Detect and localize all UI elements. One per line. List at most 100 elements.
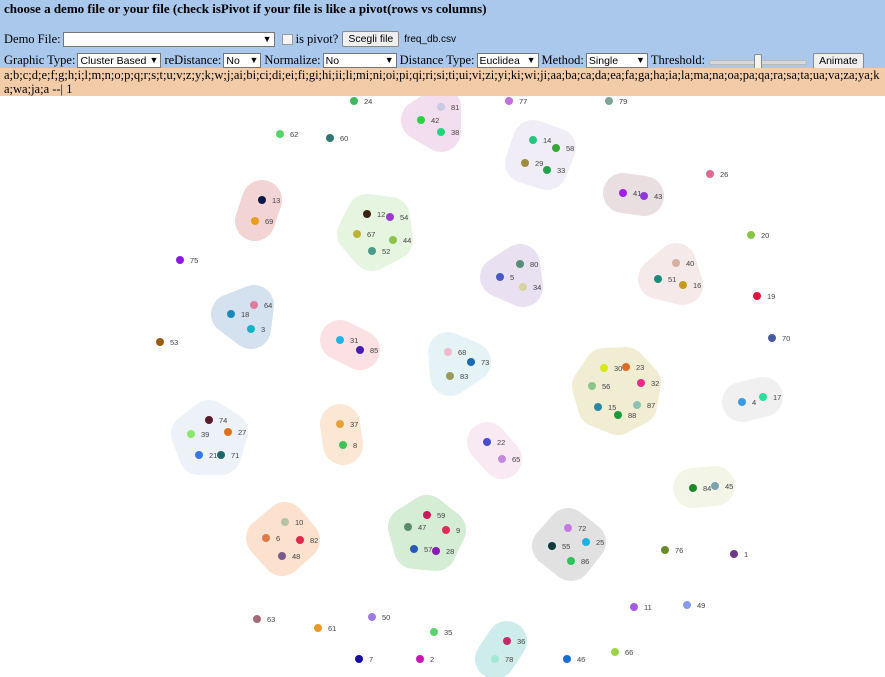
graph-node[interactable]: 49 — [683, 601, 705, 610]
node-dot[interactable] — [437, 103, 445, 111]
node-dot[interactable] — [753, 292, 761, 300]
graph-node[interactable]: 35 — [430, 628, 452, 637]
graph-node[interactable]: 5 — [496, 273, 514, 282]
graph-node[interactable]: 50 — [368, 613, 390, 622]
node-dot[interactable] — [314, 624, 322, 632]
graph-node[interactable]: 21 — [195, 451, 217, 460]
node-dot[interactable] — [386, 213, 394, 221]
graph-node[interactable]: 68 — [444, 348, 466, 357]
choose-file-button[interactable]: Scegli file — [342, 31, 400, 47]
node-dot[interactable] — [368, 247, 376, 255]
graph-node[interactable]: 52 — [368, 247, 390, 256]
node-dot[interactable] — [567, 557, 575, 565]
graph-node[interactable]: 7 — [355, 655, 373, 664]
graph-node[interactable]: 74 — [205, 416, 227, 425]
node-dot[interactable] — [661, 546, 669, 554]
node-dot[interactable] — [389, 236, 397, 244]
node-dot[interactable] — [176, 256, 184, 264]
node-dot[interactable] — [679, 281, 687, 289]
node-dot[interactable] — [759, 393, 767, 401]
node-dot[interactable] — [491, 655, 499, 663]
demo-file-select[interactable]: ▼ — [62, 31, 275, 47]
graph-node[interactable]: 31 — [336, 336, 358, 345]
node-dot[interactable] — [654, 275, 662, 283]
node-dot[interactable] — [247, 325, 255, 333]
node-dot[interactable] — [503, 637, 511, 645]
node-dot[interactable] — [410, 545, 418, 553]
graph-node[interactable]: 32 — [637, 379, 659, 388]
graph-node[interactable]: 46 — [563, 655, 585, 664]
graph-node[interactable]: 84 — [689, 484, 711, 493]
graph-node[interactable]: 83 — [446, 372, 468, 381]
graph-node[interactable]: 70 — [768, 334, 790, 343]
node-dot[interactable] — [355, 655, 363, 663]
node-dot[interactable] — [339, 441, 347, 449]
graph-node[interactable]: 64 — [250, 301, 272, 310]
graph-node[interactable]: 20 — [747, 231, 769, 240]
node-dot[interactable] — [195, 451, 203, 459]
node-dot[interactable] — [437, 128, 445, 136]
node-dot[interactable] — [258, 196, 266, 204]
node-dot[interactable] — [217, 451, 225, 459]
graph-node[interactable]: 8 — [339, 441, 357, 450]
node-dot[interactable] — [336, 420, 344, 428]
node-dot[interactable] — [505, 97, 513, 105]
graph-node[interactable]: 73 — [467, 358, 489, 367]
graph-node[interactable]: 56 — [588, 382, 610, 391]
node-dot[interactable] — [519, 283, 527, 291]
method-select[interactable]: Single ▼ — [585, 53, 648, 68]
graph-node[interactable]: 27 — [224, 428, 246, 437]
graph-node[interactable]: 71 — [217, 451, 239, 460]
node-dot[interactable] — [446, 372, 454, 380]
graph-node[interactable]: 39 — [187, 430, 209, 439]
node-dot[interactable] — [404, 523, 412, 531]
animate-button[interactable]: Animate — [813, 52, 864, 69]
node-dot[interactable] — [730, 550, 738, 558]
graph-node[interactable]: 80 — [516, 260, 538, 269]
node-dot[interactable] — [326, 134, 334, 142]
redistance-select[interactable]: No ▼ — [223, 53, 262, 68]
node-dot[interactable] — [689, 484, 697, 492]
node-dot[interactable] — [276, 130, 284, 138]
graph-node[interactable]: 29 — [521, 159, 543, 168]
node-dot[interactable] — [614, 411, 622, 419]
graph-node[interactable]: 14 — [529, 136, 551, 145]
graph-node[interactable]: 72 — [564, 524, 586, 533]
graph-node[interactable]: 54 — [386, 213, 408, 222]
graph-node[interactable]: 67 — [353, 230, 375, 239]
graph-node[interactable]: 57 — [410, 545, 432, 554]
graph-node[interactable]: 60 — [326, 134, 348, 143]
graph-node[interactable]: 55 — [548, 542, 570, 551]
graph-node[interactable]: 51 — [654, 275, 676, 284]
node-dot[interactable] — [747, 231, 755, 239]
node-dot[interactable] — [336, 336, 344, 344]
node-dot[interactable] — [187, 430, 195, 438]
node-dot[interactable] — [594, 403, 602, 411]
node-dot[interactable] — [296, 536, 304, 544]
graph-node[interactable]: 15 — [594, 403, 616, 412]
graph-node[interactable]: 2 — [416, 655, 434, 664]
node-dot[interactable] — [683, 601, 691, 609]
node-dot[interactable] — [416, 655, 424, 663]
node-dot[interactable] — [619, 189, 627, 197]
node-dot[interactable] — [582, 538, 590, 546]
node-dot[interactable] — [521, 159, 529, 167]
graph-node[interactable]: 38 — [437, 128, 459, 137]
graph-node[interactable]: 23 — [622, 363, 644, 372]
graph-node[interactable]: 75 — [176, 256, 198, 265]
graph-node[interactable]: 59 — [423, 511, 445, 520]
node-dot[interactable] — [251, 217, 259, 225]
graph-node[interactable]: 26 — [706, 170, 728, 179]
normalize-select[interactable]: No ▼ — [322, 53, 397, 68]
node-dot[interactable] — [600, 364, 608, 372]
node-dot[interactable] — [605, 97, 613, 105]
graph-node[interactable]: 33 — [543, 166, 565, 175]
graph-node[interactable]: 22 — [483, 438, 505, 447]
node-dot[interactable] — [278, 552, 286, 560]
node-dot[interactable] — [156, 338, 164, 346]
node-dot[interactable] — [496, 273, 504, 281]
graph-node[interactable]: 40 — [672, 259, 694, 268]
node-dot[interactable] — [224, 428, 232, 436]
node-dot[interactable] — [498, 455, 506, 463]
node-dot[interactable] — [588, 382, 596, 390]
